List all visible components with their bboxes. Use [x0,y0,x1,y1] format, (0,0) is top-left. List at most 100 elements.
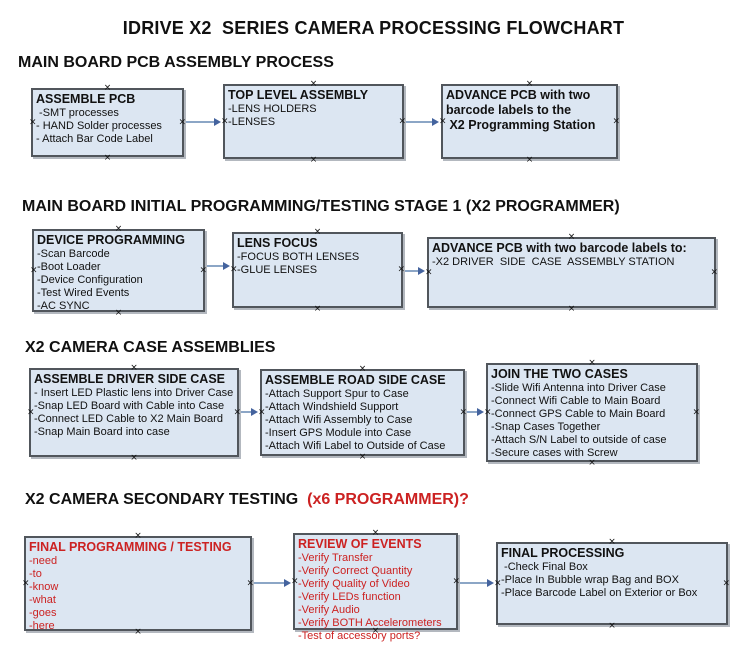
connection-handle-icon: × [30,265,38,276]
flow-arrow-head-icon [251,408,258,416]
section-heading-part: X2 CAMERA CASE ASSEMBLIES [25,339,276,356]
box-item: -Device Configuration [37,274,143,286]
review-of-events[interactable]: REVIEW OF EVENTS-Verify Transfer-Verify … [291,529,460,643]
connection-handle-icon: × [525,155,534,165]
connection-handle-icon: × [309,155,318,165]
flow-arrow-head-icon [432,118,439,126]
flow-arrow-line [406,121,434,123]
connection-handle-icon: × [22,578,30,589]
connection-handle-icon: × [178,117,186,128]
box-title: ASSEMBLE PCB [36,92,136,106]
section-heading-part: X2 CAMERA SECONDARY TESTING [25,491,308,508]
box-item: -Connect GPS Cable to Main Board [491,408,666,420]
box-item: -Verify BOTH Accelerometers [298,617,442,629]
assemble-pcb[interactable]: ASSEMBLE PCB -SMT processes- HAND Solder… [29,84,186,163]
box-item: -Secure cases with Screw [491,447,618,459]
box-title: ADVANCE PCB with two [446,88,591,102]
flow-arrow-head-icon [477,408,484,416]
flow-arrow-line [241,411,253,413]
flow-arrow-head-icon [487,579,494,587]
connection-handle-icon: × [425,267,433,278]
final-processing[interactable]: FINAL PROCESSING -Check Final Box-Place … [494,538,730,631]
box-item: -FOCUS BOTH LENSES [237,251,360,263]
connection-handle-icon: × [114,308,123,318]
connection-handle-icon: × [459,407,467,418]
section-heading: X2 CAMERA SECONDARY TESTING (x6 PROGRAMM… [25,491,469,509]
box-item: -Test of accessory ports? [298,630,421,642]
connection-handle-icon: × [103,153,112,163]
connection-handle-icon: × [692,407,700,418]
top-level-assembly[interactable]: TOP LEVEL ASSEMBLY-LENS HOLDERS-LENSES××… [221,80,406,165]
assemble-road-side-case[interactable]: ASSEMBLE ROAD SIDE CASE-Attach Support S… [258,365,467,462]
connection-handle-icon: × [103,83,112,93]
connection-handle-icon: × [291,576,299,587]
box-title: X2 Programming Station [446,118,596,132]
box-item: -Attach Wifi Label to Outside of Case [265,440,446,452]
device-programming[interactable]: DEVICE PROGRAMMING-Scan Barcode-Boot Loa… [30,225,207,318]
connection-handle-icon: × [130,363,138,373]
box-item: -GLUE LENSES [237,264,318,276]
connection-handle-icon: × [313,227,322,237]
box-item: -what [29,594,56,606]
box-item: -Check Final Box [501,561,588,573]
box-item: -Place Barcode Label on Exterior or Box [501,587,698,599]
box-item: -Connect Wifi Cable to Main Board [491,395,661,407]
section-heading: MAIN BOARD PCB ASSEMBLY PROCESS [18,54,334,72]
box-item: -Scan Barcode [37,248,110,260]
connection-handle-icon: × [114,224,123,234]
flow-arrow-line [405,270,420,272]
box-item: -Boot Loader [37,261,101,273]
connection-handle-icon: × [722,578,730,589]
connection-handle-icon: × [494,578,502,589]
box-item: -Attach Windshield Support [265,401,399,413]
box-item: -Snap Cases Together [491,421,601,433]
box-item: - Attach Bar Code Label [36,133,153,145]
box-item: -Test Wired Events [37,287,130,299]
box-item: -Slide Wifi Antenna into Driver Case [491,382,666,394]
box-title: ADVANCE PCB with two barcode labels to: [432,241,687,255]
box-title: JOIN THE TWO CASES [491,367,628,381]
flowchart-title: IDRIVE X2 SERIES CAMERA PROCESSING FLOWC… [122,18,625,38]
box-title: FINAL PROGRAMMING / TESTING [29,540,232,554]
advance-pcb-to-driver-side-station[interactable]: ADVANCE PCB with two barcode labels to:-… [425,233,718,314]
box-item: - HAND Solder processes [36,120,162,132]
connection-handle-icon: × [608,621,616,631]
flow-arrow-head-icon [223,262,230,270]
connection-handle-icon: × [358,364,367,374]
connection-handle-icon: × [358,452,367,462]
section-heading: MAIN BOARD INITIAL PROGRAMMING/TESTING S… [22,198,620,216]
connection-handle-icon: × [567,232,576,242]
connection-handle-icon: × [588,458,596,468]
connection-handle-icon: × [258,407,266,418]
connection-handle-icon: × [371,626,380,636]
flow-arrow-head-icon [418,267,425,275]
box-item: -Attach Support Spur to Case [265,388,409,400]
flow-arrow-line [186,121,216,123]
connection-handle-icon: × [397,264,405,275]
join-the-two-cases[interactable]: JOIN THE TWO CASES-Slide Wifi Antenna in… [484,359,700,468]
box-item: -Verify Audio [298,604,360,616]
box-item: -Snap LED Board with Cable into Case [34,400,225,412]
connection-handle-icon: × [710,267,718,278]
box-item: -Verify Correct Quantity [298,565,413,577]
assemble-driver-side-case[interactable]: ASSEMBLE DRIVER SIDE CASE- Insert LED Pl… [27,364,241,463]
connection-handle-icon: × [588,358,596,368]
box-item: -Attach S/N Label to outside of case [491,434,667,446]
flow-arrow-line [467,411,479,413]
box-title: ASSEMBLE DRIVER SIDE CASE [34,372,226,386]
connection-handle-icon: × [246,578,254,589]
connection-handle-icon: × [313,304,322,314]
final-programming-testing[interactable]: FINAL PROGRAMMING / TESTING-need-to-know… [22,532,254,637]
box-title: REVIEW OF EVENTS [298,537,422,551]
box-item: -LENS HOLDERS [228,103,317,115]
connection-handle-icon: × [525,79,534,89]
box-title: ASSEMBLE ROAD SIDE CASE [265,373,446,387]
box-item: - Insert LED Plastic lens into Driver Ca… [34,387,234,399]
lens-focus[interactable]: LENS FOCUS-FOCUS BOTH LENSES-GLUE LENSES… [230,228,405,314]
flow-arrow-head-icon [214,118,221,126]
box-item: -Verify LEDs function [298,591,401,603]
connection-handle-icon: × [309,79,318,89]
section-heading-part: MAIN BOARD PCB ASSEMBLY PROCESS [18,54,334,71]
